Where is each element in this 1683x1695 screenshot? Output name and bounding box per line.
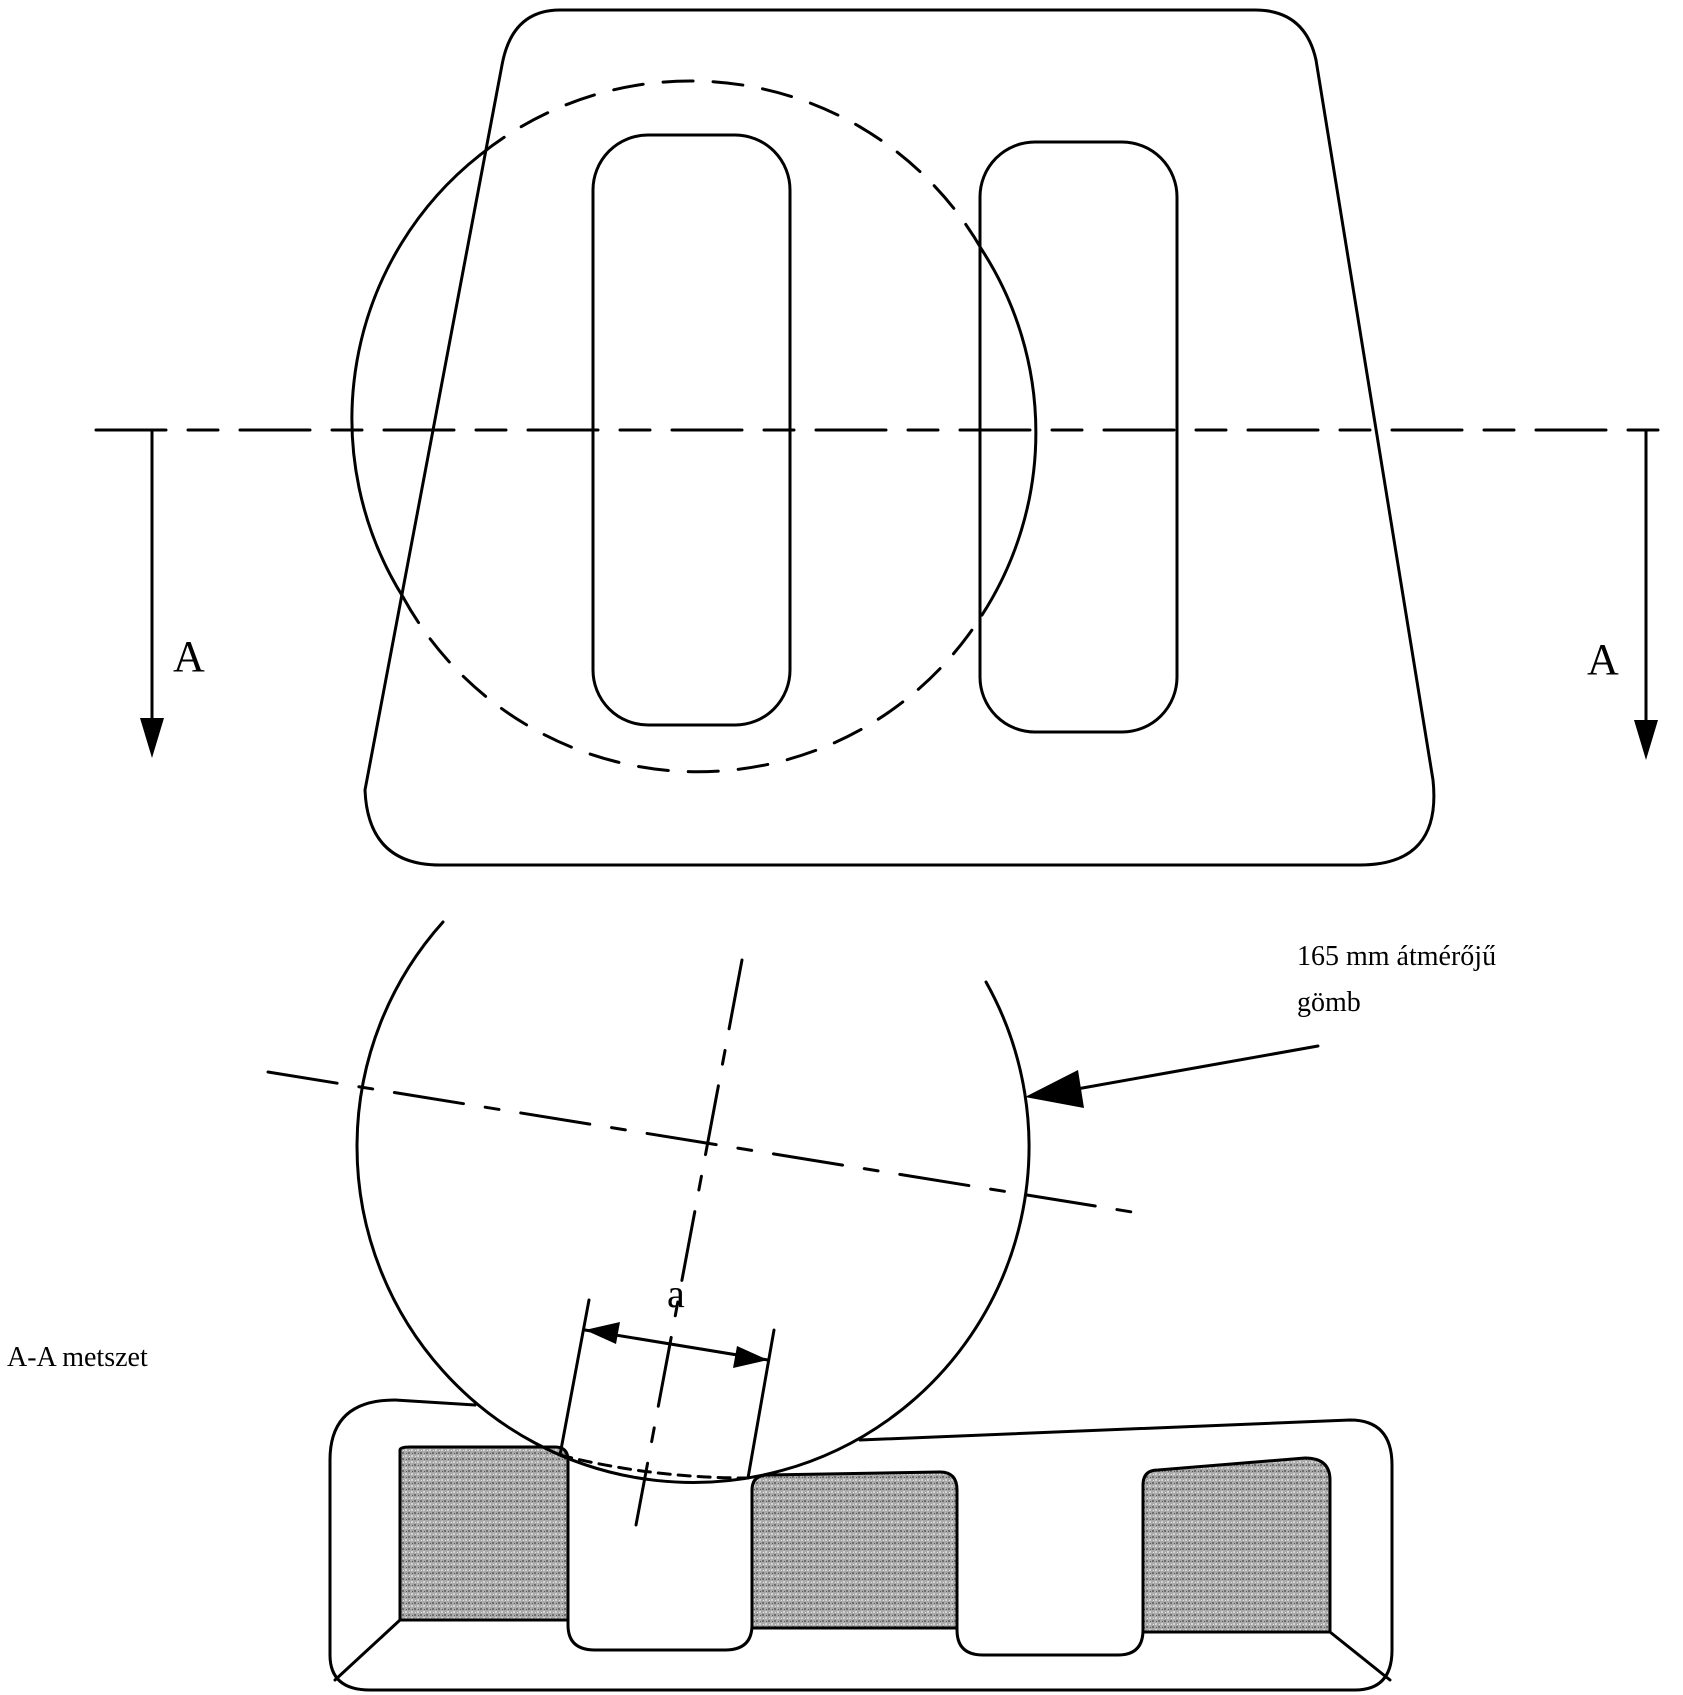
section-inner-floor	[398, 1618, 1332, 1634]
section-base-top-left	[393, 1398, 477, 1407]
dimension-arrowhead-left	[585, 1322, 620, 1344]
dimension-extension-right	[746, 1328, 776, 1480]
sphere-note-line1: 165 mm átmérőjű	[1297, 941, 1497, 972]
section-arrow-left-head	[140, 718, 164, 758]
sphere-contact-dashed-chord	[558, 1453, 750, 1480]
sphere-note: 165 mm átmérőjű gömb	[1297, 934, 1496, 1026]
slot-right	[978, 140, 1179, 734]
groove-right	[955, 1483, 1145, 1657]
sphere-centerline-horizontal	[266, 1070, 1134, 1214]
top-view	[94, 8, 1682, 867]
sphere-footprint-left-arc	[350, 153, 482, 599]
section-base-outline	[328, 1398, 1394, 1692]
section-chamfer-left	[333, 1618, 402, 1682]
sphere-note-line2: gömb	[1297, 987, 1361, 1018]
section-letter-left: A	[173, 632, 205, 681]
dimension-extension-left	[558, 1298, 591, 1457]
sphere-outline	[355, 920, 1031, 1484]
section-letter-right: A	[1587, 635, 1619, 684]
top-view-outline	[363, 8, 1436, 867]
note-leader-arrowhead	[1025, 1070, 1084, 1108]
section-chamfer-right	[1328, 1630, 1392, 1682]
section-title: A-A metszet	[7, 1342, 148, 1373]
shaded-block-left	[398, 1445, 570, 1622]
shaded-block-right	[1141, 1456, 1332, 1634]
dimension-arrowhead-right	[733, 1346, 768, 1368]
note-leader-line	[1058, 1044, 1320, 1094]
sphere-centerline-vertical	[634, 958, 744, 1527]
sphere-footprint-right-arc	[980, 248, 1038, 617]
shaded-block-middle	[750, 1470, 959, 1630]
sphere-footprint-hidden-arc	[478, 79, 984, 252]
dimension-label-a: a	[667, 1271, 685, 1316]
section-arrow-right-head	[1634, 720, 1658, 760]
groove-left	[566, 1458, 754, 1652]
sphere-footprint-hidden-arc-bottom	[401, 595, 984, 774]
section-view	[266, 920, 1394, 1692]
